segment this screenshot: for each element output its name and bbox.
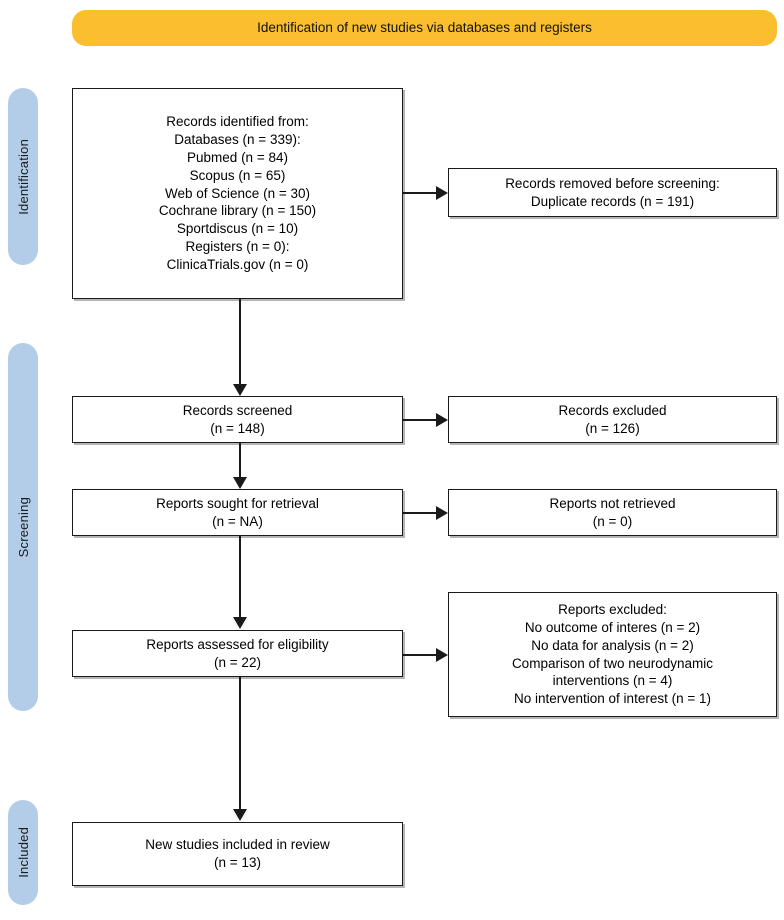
connector-eligibility-to-reports-excluded <box>403 654 437 656</box>
box-records-removed: Records removed before screening: Duplic… <box>448 168 777 217</box>
reports-not-retrieved-line-1: Reports not retrieved <box>549 495 676 511</box>
reports-not-retrieved-line-2: (n = 0) <box>592 513 633 529</box>
box-records-identified: Records identified from: Databases (n = … <box>72 88 403 299</box>
arrowhead-sought-to-eligibility <box>233 617 247 629</box>
stage-bar-screening: Screening <box>8 343 38 711</box>
stage-label-identification: Identification <box>15 138 31 215</box>
connector-sought-to-not-retrieved <box>403 512 437 514</box>
records-identified-line-9: ClinicaTrials.gov (n = 0) <box>166 256 309 272</box>
connector-eligibility-to-included <box>239 677 241 810</box>
records-identified-line-2: Databases (n = 339): <box>174 132 301 148</box>
diagram-header-banner: Identification of new studies via databa… <box>72 10 777 46</box>
stage-bar-included: Included <box>8 800 38 905</box>
reports-excluded-line-6: No intervention of interest (n = 1) <box>514 691 711 707</box>
records-identified-line-3: Pubmed (n = 84) <box>187 149 288 165</box>
records-identified-line-4: Scopus (n = 65) <box>189 167 286 183</box>
arrowhead-identified-to-removed <box>436 186 448 200</box>
arrowhead-sought-to-not-retrieved <box>436 506 448 520</box>
records-excluded-line-2: (n = 126) <box>585 420 640 436</box>
arrowhead-screened-to-sought <box>233 477 247 489</box>
connector-sought-to-eligibility <box>239 536 241 618</box>
connector-identified-to-removed <box>403 192 437 194</box>
records-identified-line-5: Web of Science (n = 30) <box>165 185 310 201</box>
reports-sought-line-1: Reports sought for retrieval <box>156 495 319 511</box>
reports-excluded-line-5: interventions (n = 4) <box>552 673 673 689</box>
records-removed-line-2: Duplicate records (n = 191) <box>530 193 695 209</box>
stage-label-included: Included <box>15 827 31 878</box>
records-screened-line-2: (n = 148) <box>210 420 265 436</box>
records-identified-line-6: Cochrane library (n = 150) <box>158 203 317 219</box>
arrowhead-screened-to-excluded <box>436 413 448 427</box>
records-identified-line-7: Sportdiscus (n = 10) <box>176 221 299 237</box>
box-reports-excluded: Reports excluded: No outcome of interes … <box>448 592 777 717</box>
reports-eligibility-line-2: (n = 22) <box>214 654 261 670</box>
arrowhead-eligibility-to-included <box>233 809 247 821</box>
box-reports-sought: Reports sought for retrieval (n = NA) <box>72 489 403 536</box>
reports-sought-line-2: (n = NA) <box>212 513 263 529</box>
records-removed-line-1: Records removed before screening: <box>505 175 720 191</box>
records-excluded-line-1: Records excluded <box>558 402 667 418</box>
reports-excluded-line-1: Reports excluded: <box>558 602 667 618</box>
box-reports-not-retrieved: Reports not retrieved (n = 0) <box>448 489 777 536</box>
reports-excluded-line-4: Comparison of two neurodynamic <box>511 655 714 671</box>
box-records-screened: Records screened (n = 148) <box>72 396 403 443</box>
arrowhead-identified-to-screened <box>233 384 247 396</box>
connector-screened-to-excluded <box>403 419 437 421</box>
connector-identified-to-screened <box>239 299 241 385</box>
box-new-studies-included: New studies included in review (n = 13) <box>72 822 403 886</box>
box-reports-assessed-eligibility: Reports assessed for eligibility (n = 22… <box>72 630 403 677</box>
stage-label-screening: Screening <box>15 496 31 558</box>
records-screened-line-1: Records screened <box>182 402 293 418</box>
reports-eligibility-line-1: Reports assessed for eligibility <box>146 636 329 652</box>
banner-title: Identification of new studies via databa… <box>257 19 592 35</box>
stage-bar-identification: Identification <box>8 88 38 265</box>
records-identified-line-1: Records identified from: <box>166 114 309 130</box>
connector-screened-to-sought <box>239 443 241 478</box>
reports-excluded-line-3: No data for analysis (n = 2) <box>531 637 694 653</box>
new-studies-included-line-2: (n = 13) <box>214 855 261 870</box>
box-records-excluded: Records excluded (n = 126) <box>448 396 777 443</box>
records-identified-line-8: Registers (n = 0): <box>185 239 290 255</box>
reports-excluded-line-2: No outcome of interes (n = 2) <box>524 619 701 635</box>
new-studies-included-line-1: New studies included in review <box>145 837 330 853</box>
arrowhead-eligibility-to-reports-excluded <box>436 648 448 662</box>
